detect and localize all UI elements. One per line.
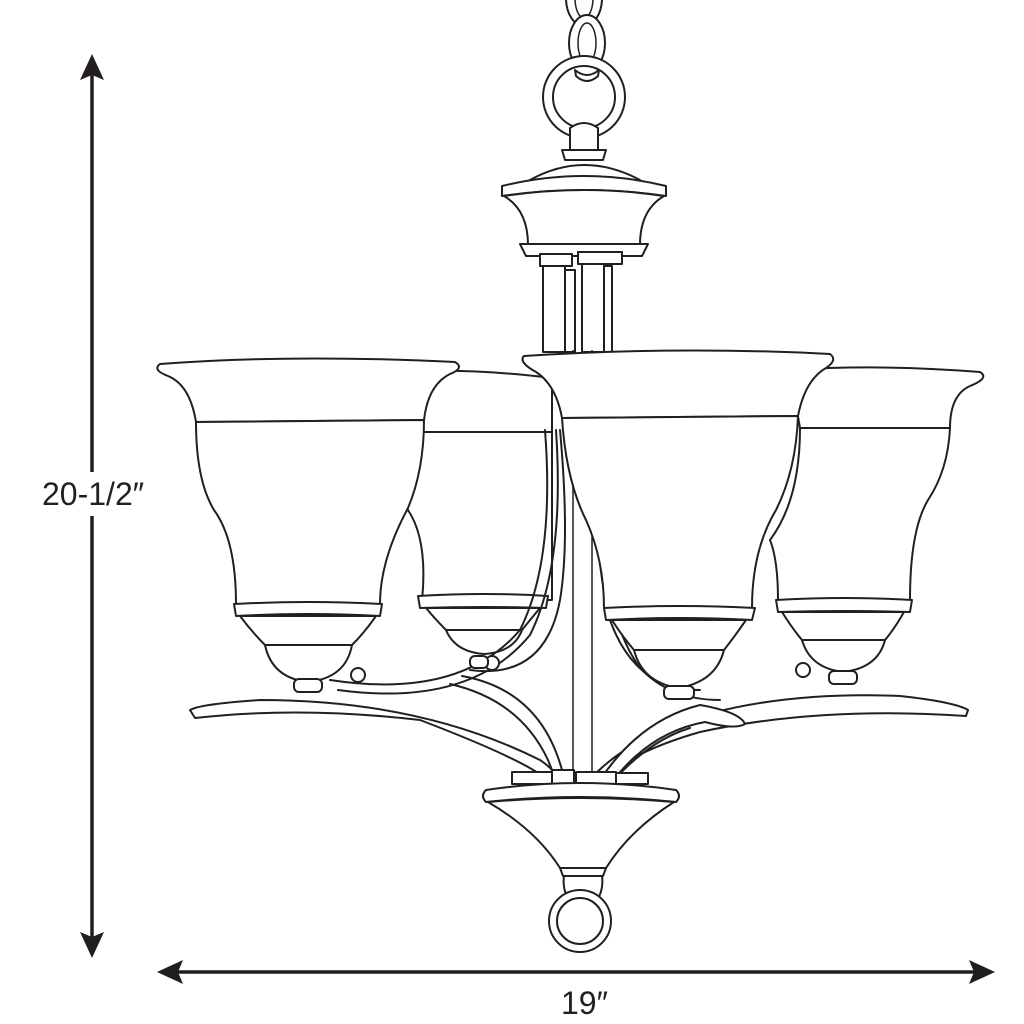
bottom-ring-finial xyxy=(548,889,612,953)
bottom-bowl xyxy=(482,769,680,903)
shade-right-back xyxy=(769,366,985,685)
arrow-right-icon xyxy=(969,960,995,984)
arrow-down-icon xyxy=(80,932,104,958)
chain-icon xyxy=(542,0,626,139)
width-dimension-line xyxy=(157,960,995,984)
shade-left-back xyxy=(402,369,553,655)
width-dimension-label: 19″ xyxy=(557,987,612,1019)
shade-left-front xyxy=(156,357,460,693)
canopy-cup xyxy=(501,122,667,257)
arrow-up-icon xyxy=(80,54,104,80)
arrow-left-icon xyxy=(157,960,183,984)
shade-right-front xyxy=(521,349,835,700)
center-stems xyxy=(539,251,623,782)
height-dimension-label: 20-1/2″ xyxy=(40,472,147,516)
